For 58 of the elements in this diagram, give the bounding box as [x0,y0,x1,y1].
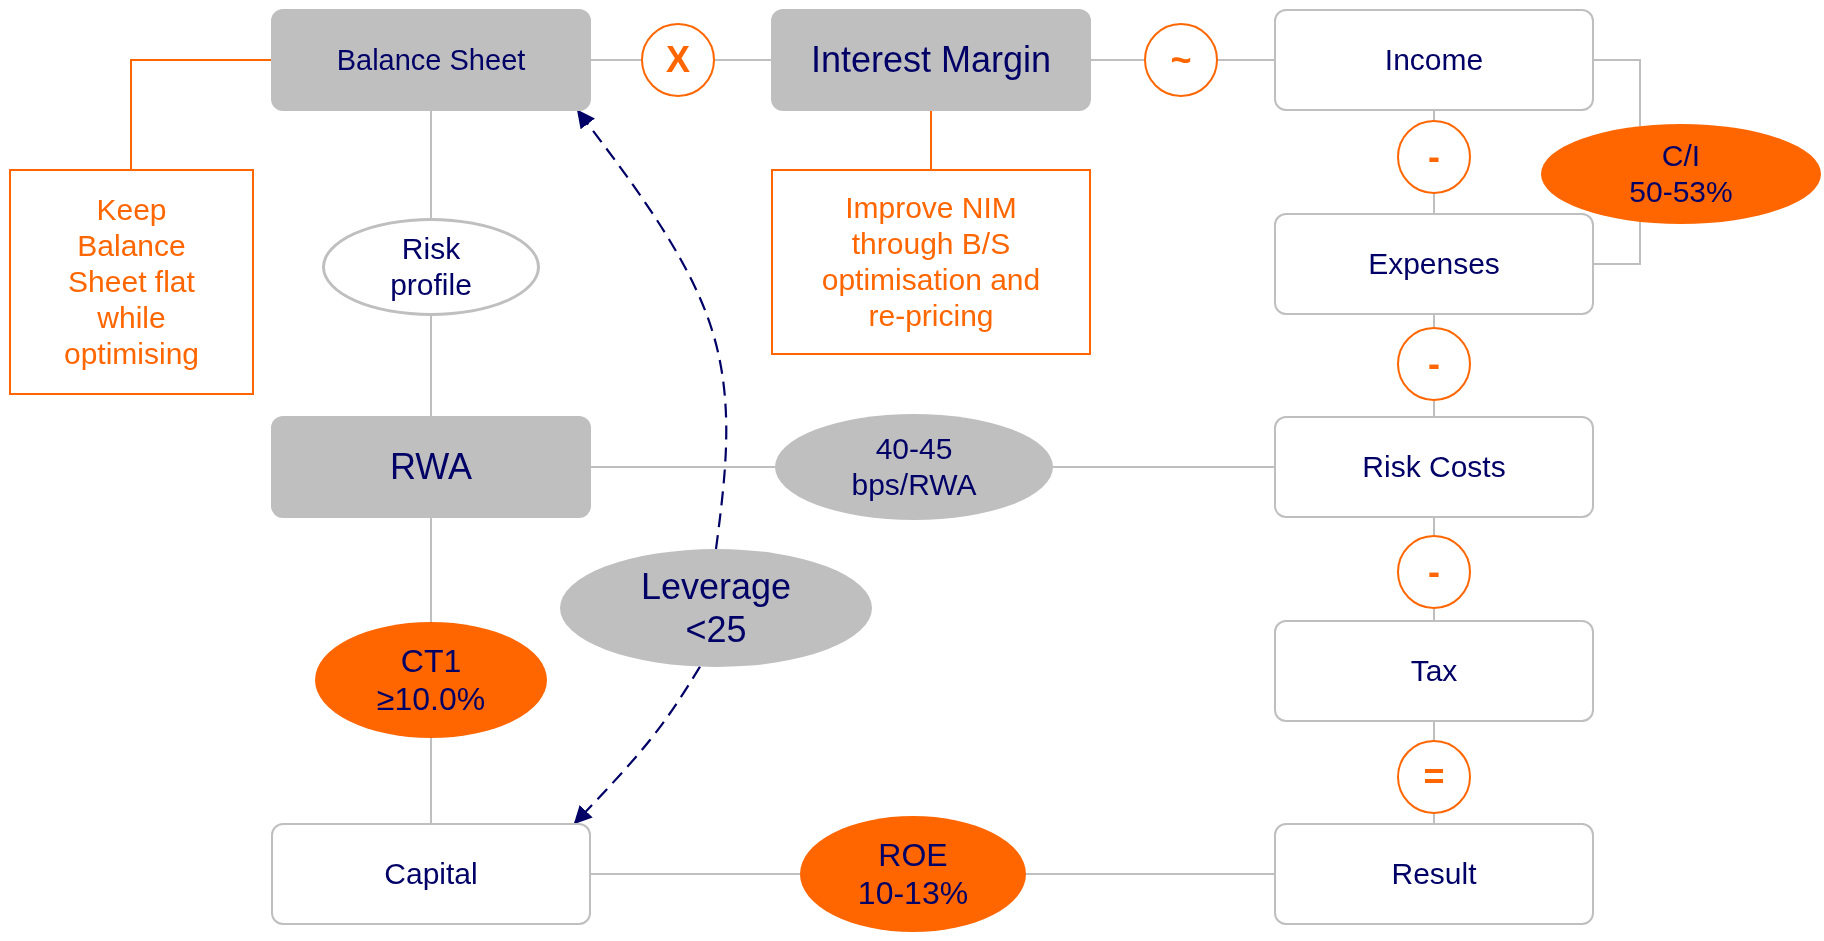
note-box [771,169,1091,355]
connector-line [930,110,932,170]
connector-line [714,59,772,61]
operator-symbol: X [666,38,690,82]
node-label: Result [1391,856,1477,892]
node-label: Improve NIM through B/S optimisation and re-pricing [820,190,1042,334]
process-box [1274,620,1594,722]
connector-line [1433,517,1435,536]
node-label: Keep Balance Sheet flat while optimising [62,192,201,372]
node-label: Risk profile [390,231,472,303]
node-label: Tax [1410,653,1458,689]
connector-line [590,466,776,468]
note-box [9,169,254,395]
connector-line [1052,466,1275,468]
node-label: Risk Costs [1362,449,1506,485]
node-label: Capital [384,856,478,892]
connector-line [1090,59,1145,61]
connector-line [590,59,642,61]
node-label: Balance Sheet [336,42,526,78]
process-box [771,9,1091,111]
connector-line [1217,59,1275,61]
node-label: C/I 50-53% [1629,138,1733,210]
process-box [271,9,591,111]
connector-line [1433,721,1435,741]
operator-symbol: = [1423,755,1445,799]
connector-line [1433,110,1435,121]
node-label: 40-45 bps/RWA [851,431,977,503]
node-label: ROE 10-13% [857,835,969,913]
process-box [1274,9,1594,111]
connector-line [130,59,272,170]
arrow [576,109,728,550]
process-box [1274,416,1594,518]
connector-line [1025,873,1275,875]
node-label: Interest Margin [810,38,1052,82]
operator-symbol: - [1428,550,1440,594]
operator-symbol: ~ [1170,38,1192,82]
connector-line [1433,314,1435,328]
connector-line [1433,193,1435,214]
connector-line [430,315,432,417]
node-label: CT1 ≥10.0% [376,641,486,719]
node-label: Income [1384,42,1484,78]
connector-line [1433,813,1435,824]
node-label: Leverage <25 [640,564,792,652]
node-label: Expenses [1368,246,1500,282]
node-label: RWA [390,445,472,489]
process-box [271,416,591,518]
process-box [1274,823,1594,925]
connector-line [590,873,801,875]
connector-line [430,517,432,623]
process-box [271,823,591,925]
arrow [573,666,701,825]
connector-line [1433,608,1435,621]
connector-line [430,737,432,824]
process-box [1274,213,1594,315]
connector-line [430,110,432,219]
connector-line [1433,400,1435,417]
operator-symbol: - [1428,135,1440,179]
operator-symbol: - [1428,342,1440,386]
